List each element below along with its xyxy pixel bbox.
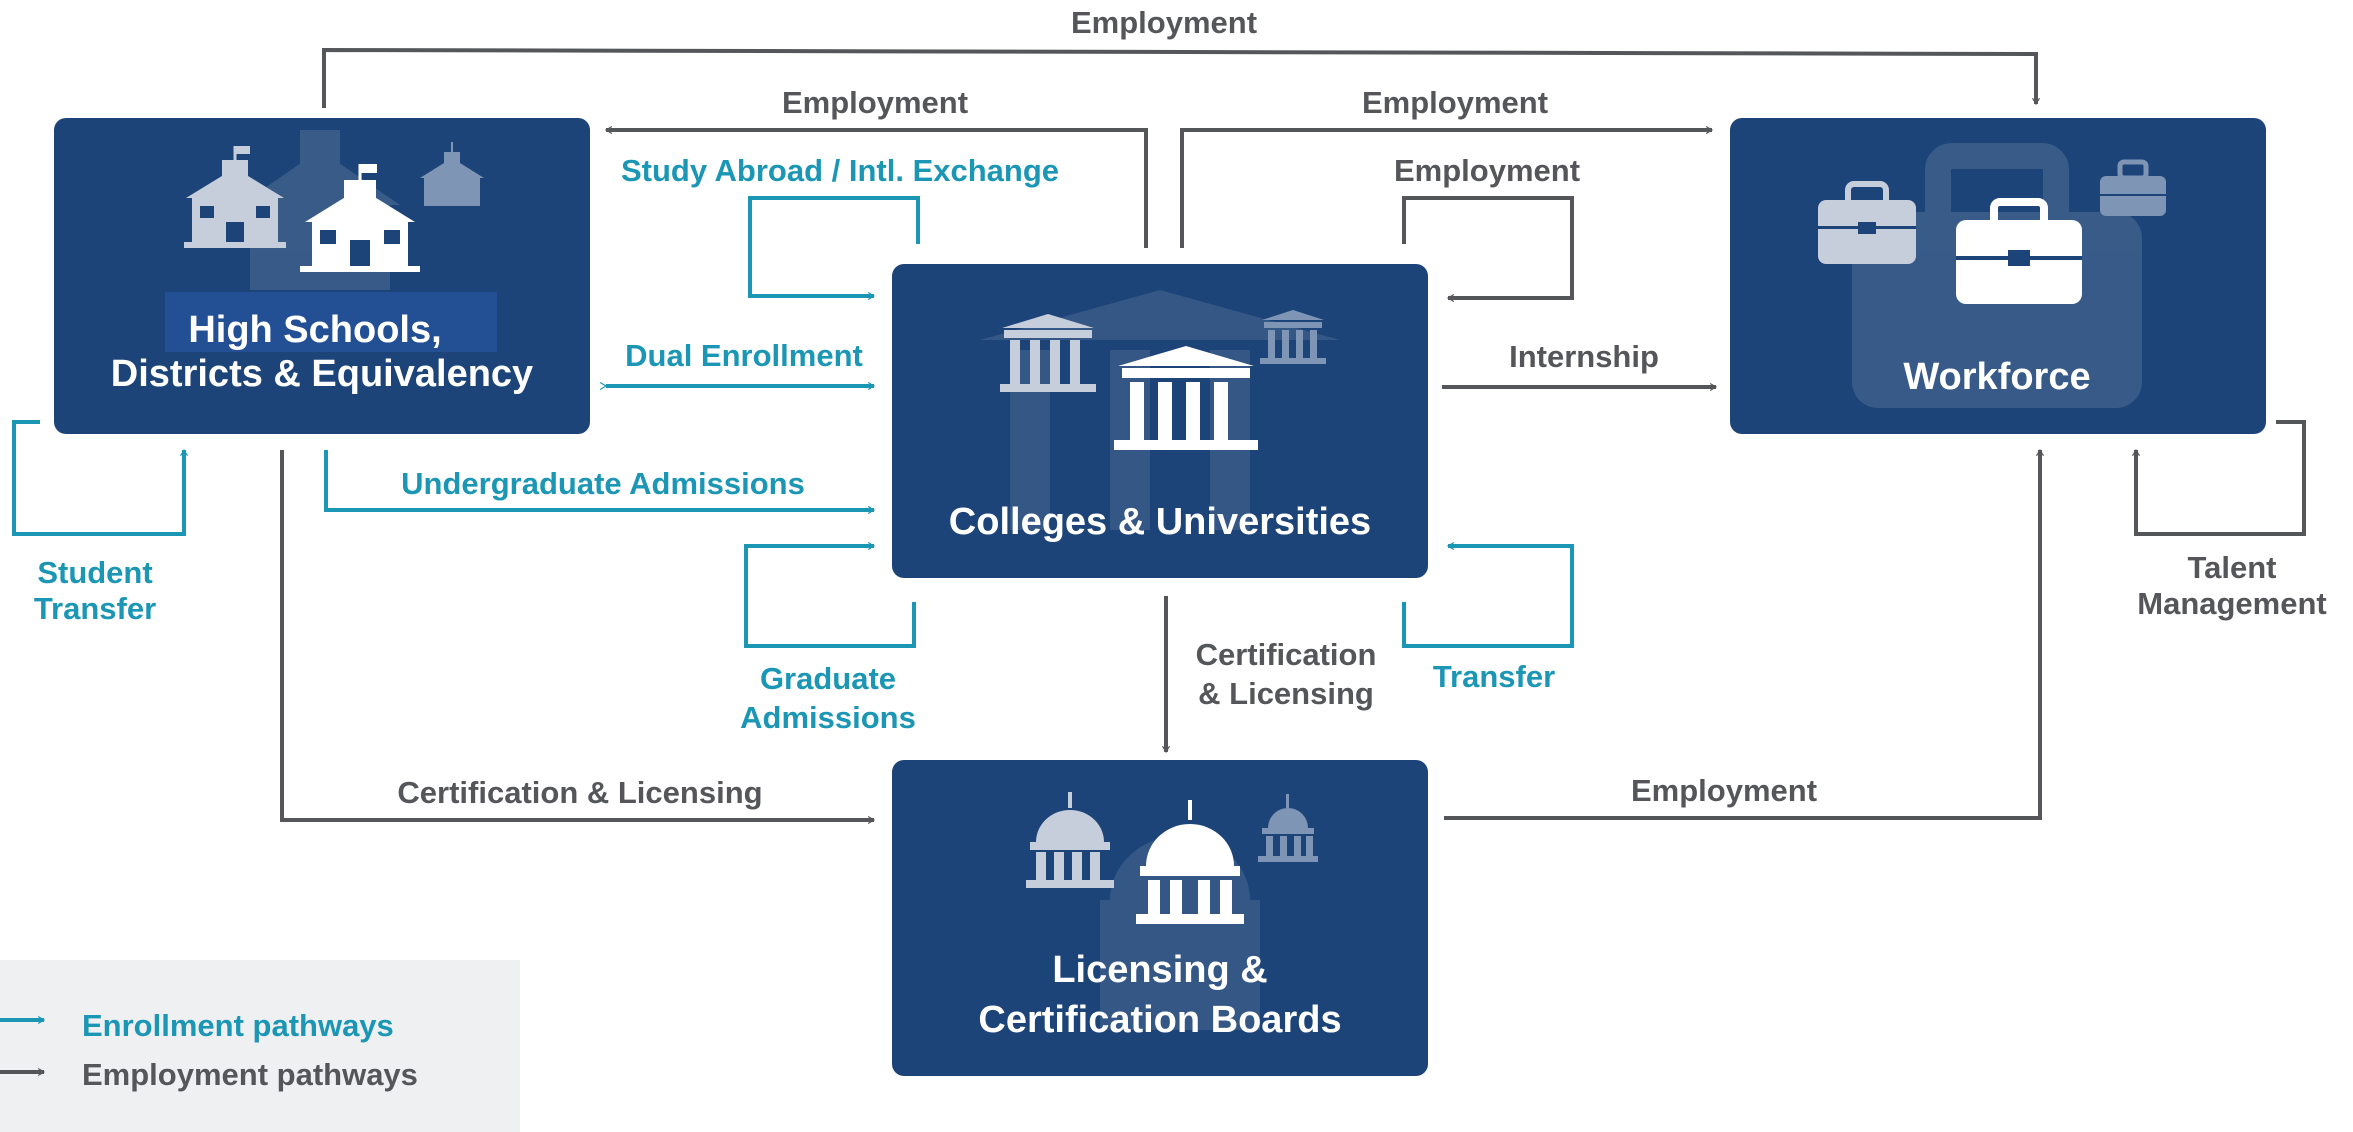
- edge-student-transfer: [12, 420, 189, 536]
- node-colleges: Colleges & Universities: [892, 264, 1428, 578]
- briefcase-icon: [2100, 159, 2166, 216]
- node-title-boards-line1: Licensing &: [1052, 949, 1267, 991]
- label-graduate-line2: Admissions: [740, 700, 916, 735]
- node-title-high-schools-line2: Districts & Equivalency: [111, 353, 533, 395]
- briefcase-icon: [1956, 198, 2082, 304]
- university-icon: [1260, 310, 1326, 364]
- node-title-boards-line2: Certification Boards: [978, 999, 1341, 1041]
- label-employment-workforce-colleges: Employment: [1394, 153, 1580, 188]
- label-transfer: Transfer: [1433, 659, 1555, 694]
- label-graduate-line1: Graduate: [760, 661, 896, 696]
- edge-undergraduate: [324, 450, 876, 515]
- capitol-icon: [1026, 792, 1114, 888]
- edge-colleges-to-workforce: [1180, 125, 1714, 248]
- label-study-abroad: Study Abroad / Intl. Exchange: [621, 153, 1059, 188]
- node-boards: Licensing & Certification Boards: [892, 760, 1428, 1076]
- label-hs-certification: Certification & Licensing: [397, 775, 762, 810]
- legend-enrollment-label: Enrollment pathways: [82, 1008, 394, 1043]
- label-employment-top: Employment: [1071, 5, 1257, 40]
- label-employment-colleges-hs: Employment: [782, 85, 968, 120]
- schoolhouse-icon: [184, 146, 286, 248]
- label-boards-employment: Employment: [1631, 773, 1817, 808]
- edge-graduate: [744, 541, 916, 648]
- edge-boards-to-workforce: [1444, 448, 2045, 820]
- university-icon: [1114, 346, 1258, 450]
- label-talent-line2: Management: [2137, 586, 2326, 621]
- edge-study-abroad: [748, 196, 920, 301]
- briefcase-icon: [1818, 181, 1916, 264]
- node-title-workforce: Workforce: [1903, 356, 2090, 398]
- schoolhouse-icon: [420, 142, 484, 206]
- node-workforce: Workforce: [1730, 118, 2266, 434]
- edge-talent-management: [2131, 420, 2306, 536]
- legend: Enrollment pathways Employment pathways: [0, 960, 520, 1132]
- node-high-schools: High Schools, Districts & Equivalency: [54, 118, 590, 434]
- node-title-colleges: Colleges & Universities: [949, 501, 1371, 543]
- edge-workforce-loop-to-colleges: [1402, 196, 1574, 303]
- label-talent-line1: Talent: [2188, 550, 2277, 585]
- label-employment-colleges-workforce: Employment: [1362, 85, 1548, 120]
- edge-hs-certification: [280, 450, 876, 825]
- label-student-transfer-line1: Student: [37, 555, 152, 590]
- label-colleges-cert-line2: & Licensing: [1198, 676, 1374, 711]
- capitol-icon: [1136, 800, 1244, 924]
- label-student-transfer-line2: Transfer: [34, 591, 156, 626]
- edge-transfer: [1402, 541, 1574, 648]
- schoolhouse-icon: [300, 164, 420, 272]
- label-colleges-cert-line1: Certification: [1196, 637, 1377, 672]
- university-icon: [1000, 314, 1096, 392]
- label-internship: Internship: [1509, 339, 1659, 374]
- legend-employment-label: Employment pathways: [82, 1057, 418, 1092]
- label-undergraduate: Undergraduate Admissions: [401, 466, 805, 501]
- edge-hs-to-workforce: [322, 47, 2041, 108]
- label-dual-enrollment: Dual Enrollment: [625, 338, 863, 373]
- edge-colleges-to-hs: [604, 125, 1148, 248]
- capitol-icon: [1258, 794, 1318, 862]
- node-title-high-schools-line1: High Schools,: [188, 309, 441, 351]
